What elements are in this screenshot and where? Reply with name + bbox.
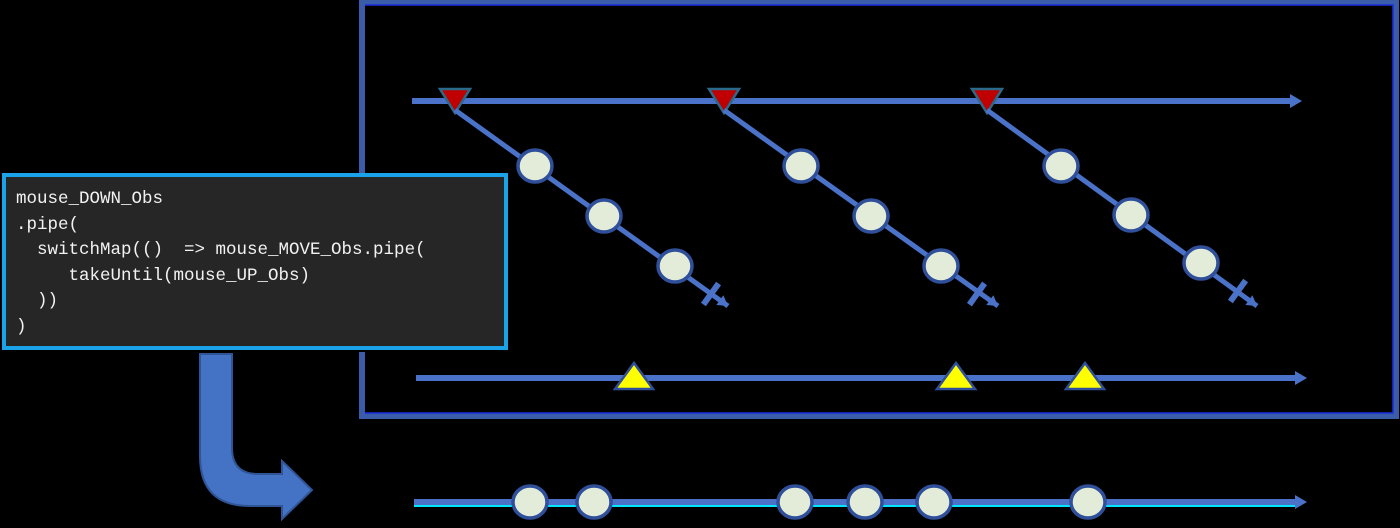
inner-move-stream — [722, 107, 1000, 309]
move-event-marble — [922, 248, 960, 284]
arrow-head-icon — [1295, 371, 1307, 385]
complete-cross-icon — [966, 281, 988, 307]
inner-move-stream — [453, 107, 730, 309]
mouse-down-event-triangle — [969, 87, 1005, 116]
code-line: )) — [16, 291, 59, 311]
move-event-marble — [511, 484, 549, 520]
move-event-marble — [1042, 148, 1080, 184]
mouse-up-event-triangle — [1063, 360, 1107, 391]
inner-move-stream — [985, 107, 1259, 309]
move-event-marble — [585, 198, 623, 234]
move-event-marble — [1069, 484, 1107, 520]
move-event-marble — [776, 484, 814, 520]
move-event-marble — [846, 484, 884, 520]
mouse-up-event-triangle — [934, 360, 978, 391]
arrow-head-icon — [1295, 495, 1307, 509]
mouse-down-event-triangle — [706, 87, 742, 116]
move-event-marble — [1112, 197, 1150, 233]
move-event-marble — [516, 148, 554, 184]
mouse-up-stream — [416, 360, 1307, 391]
mouse-down-stream — [412, 87, 1302, 116]
arrow-head-icon — [1290, 94, 1302, 108]
code-line: switchMap(() => mouse_MOVE_Obs.pipe( — [16, 240, 426, 260]
switchmap-frame — [359, 0, 1399, 419]
code-line: mouse_DOWN_Obs — [16, 189, 164, 209]
code-line: takeUntil(mouse_UP_Obs) — [16, 265, 311, 286]
move-event-marble — [656, 248, 694, 284]
move-event-marble — [915, 484, 953, 520]
inner-move-streams — [453, 107, 1259, 309]
code-snippet: mouse_DOWN_Obs .pipe( switchMap(() => mo… — [2, 173, 508, 350]
move-event-marble — [782, 148, 820, 184]
mouse-down-event-triangle — [437, 87, 473, 116]
code-line: ) — [16, 316, 27, 337]
mouse-up-event-triangle — [612, 360, 656, 391]
move-event-marble — [575, 484, 613, 520]
curved-down-right-arrow-icon — [199, 353, 314, 522]
result-stream — [414, 484, 1307, 520]
complete-cross-icon — [1227, 278, 1249, 304]
move-event-marble — [1182, 245, 1220, 281]
mouse-down-timeline — [412, 94, 1302, 108]
mouse-up-timeline — [416, 371, 1307, 385]
complete-cross-icon — [700, 281, 722, 307]
move-event-marble — [852, 198, 890, 234]
code-line: .pipe( — [16, 214, 80, 235]
